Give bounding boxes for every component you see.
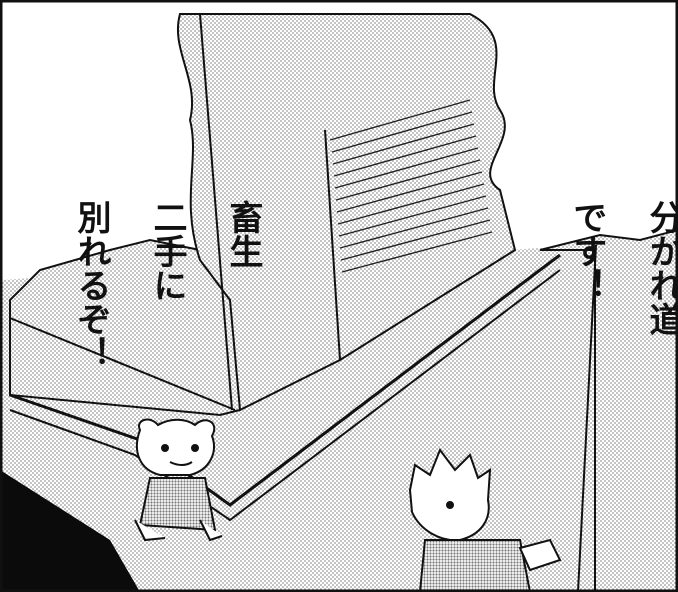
speech-left: 畜生 二手に 別れるぞ！ [34,40,300,370]
curb [9,253,561,507]
speech-right: 先輩 分かれ道 です！ [530,40,678,336]
building-window-lines [329,99,493,273]
speech-left-line-1: 畜生 [223,200,263,268]
frog-character [134,418,223,542]
speech-right-line-3: です！ [567,200,607,302]
speech-left-line-2: 二手に [147,200,187,302]
spiky-hair-character [408,447,562,592]
speech-right-line-2: 分かれ道 [643,200,678,336]
right-building [539,228,678,592]
black-shadow [0,470,140,592]
speech-left-line-3: 別れるぞ！ [71,200,111,370]
